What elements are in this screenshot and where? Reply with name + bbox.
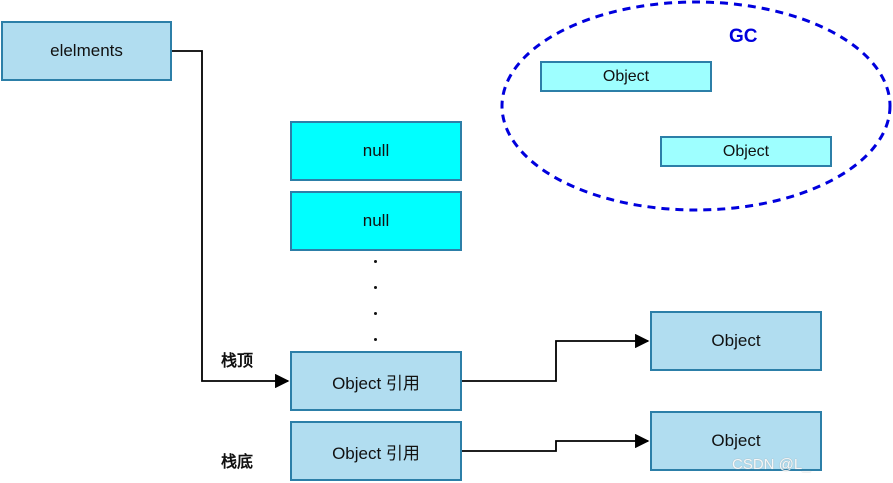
gc-object-2: Object xyxy=(660,136,832,167)
stack-slot-null-1: null xyxy=(290,121,462,181)
ellipsis-dot xyxy=(374,312,377,315)
gc-object-2-label: Object xyxy=(722,142,770,160)
ellipsis-dot xyxy=(374,260,377,263)
gc-object-1: Object xyxy=(540,61,712,92)
ellipsis-dot xyxy=(374,338,377,341)
stack-slot-null-1-label: null xyxy=(362,141,390,160)
bottom-ref-to-object-arrow xyxy=(462,433,650,452)
stack-slot-null-2: null xyxy=(290,191,462,251)
ellipsis-dot xyxy=(374,286,377,289)
elements-to-top-arrow xyxy=(172,50,290,389)
heap-object-2-label: Object xyxy=(711,431,761,450)
top-ref-to-object-arrow xyxy=(462,333,650,382)
heap-object-2: Object xyxy=(650,411,822,471)
elements-label: elelments xyxy=(50,41,123,60)
gc-label: GC xyxy=(729,26,758,47)
stack-top-ref-label: Object 引用 xyxy=(332,373,420,393)
gc-region-ellipse xyxy=(500,0,892,212)
stack-top-ref: Object 引用 xyxy=(290,351,462,411)
stack-bottom-ref-label: Object 引用 xyxy=(332,443,420,463)
heap-object-1-label: Object xyxy=(711,331,761,350)
stack-top-label: 栈顶 xyxy=(221,353,254,370)
stack-bottom-ref: Object 引用 xyxy=(290,421,462,481)
stack-slot-null-2-label: null xyxy=(362,211,390,230)
gc-object-1-label: Object xyxy=(602,67,650,85)
stack-bottom-label: 栈底 xyxy=(221,454,254,471)
heap-object-1: Object xyxy=(650,311,822,371)
elements-box: elelments xyxy=(1,21,172,81)
watermark: CSDN @L_ xyxy=(732,456,811,473)
